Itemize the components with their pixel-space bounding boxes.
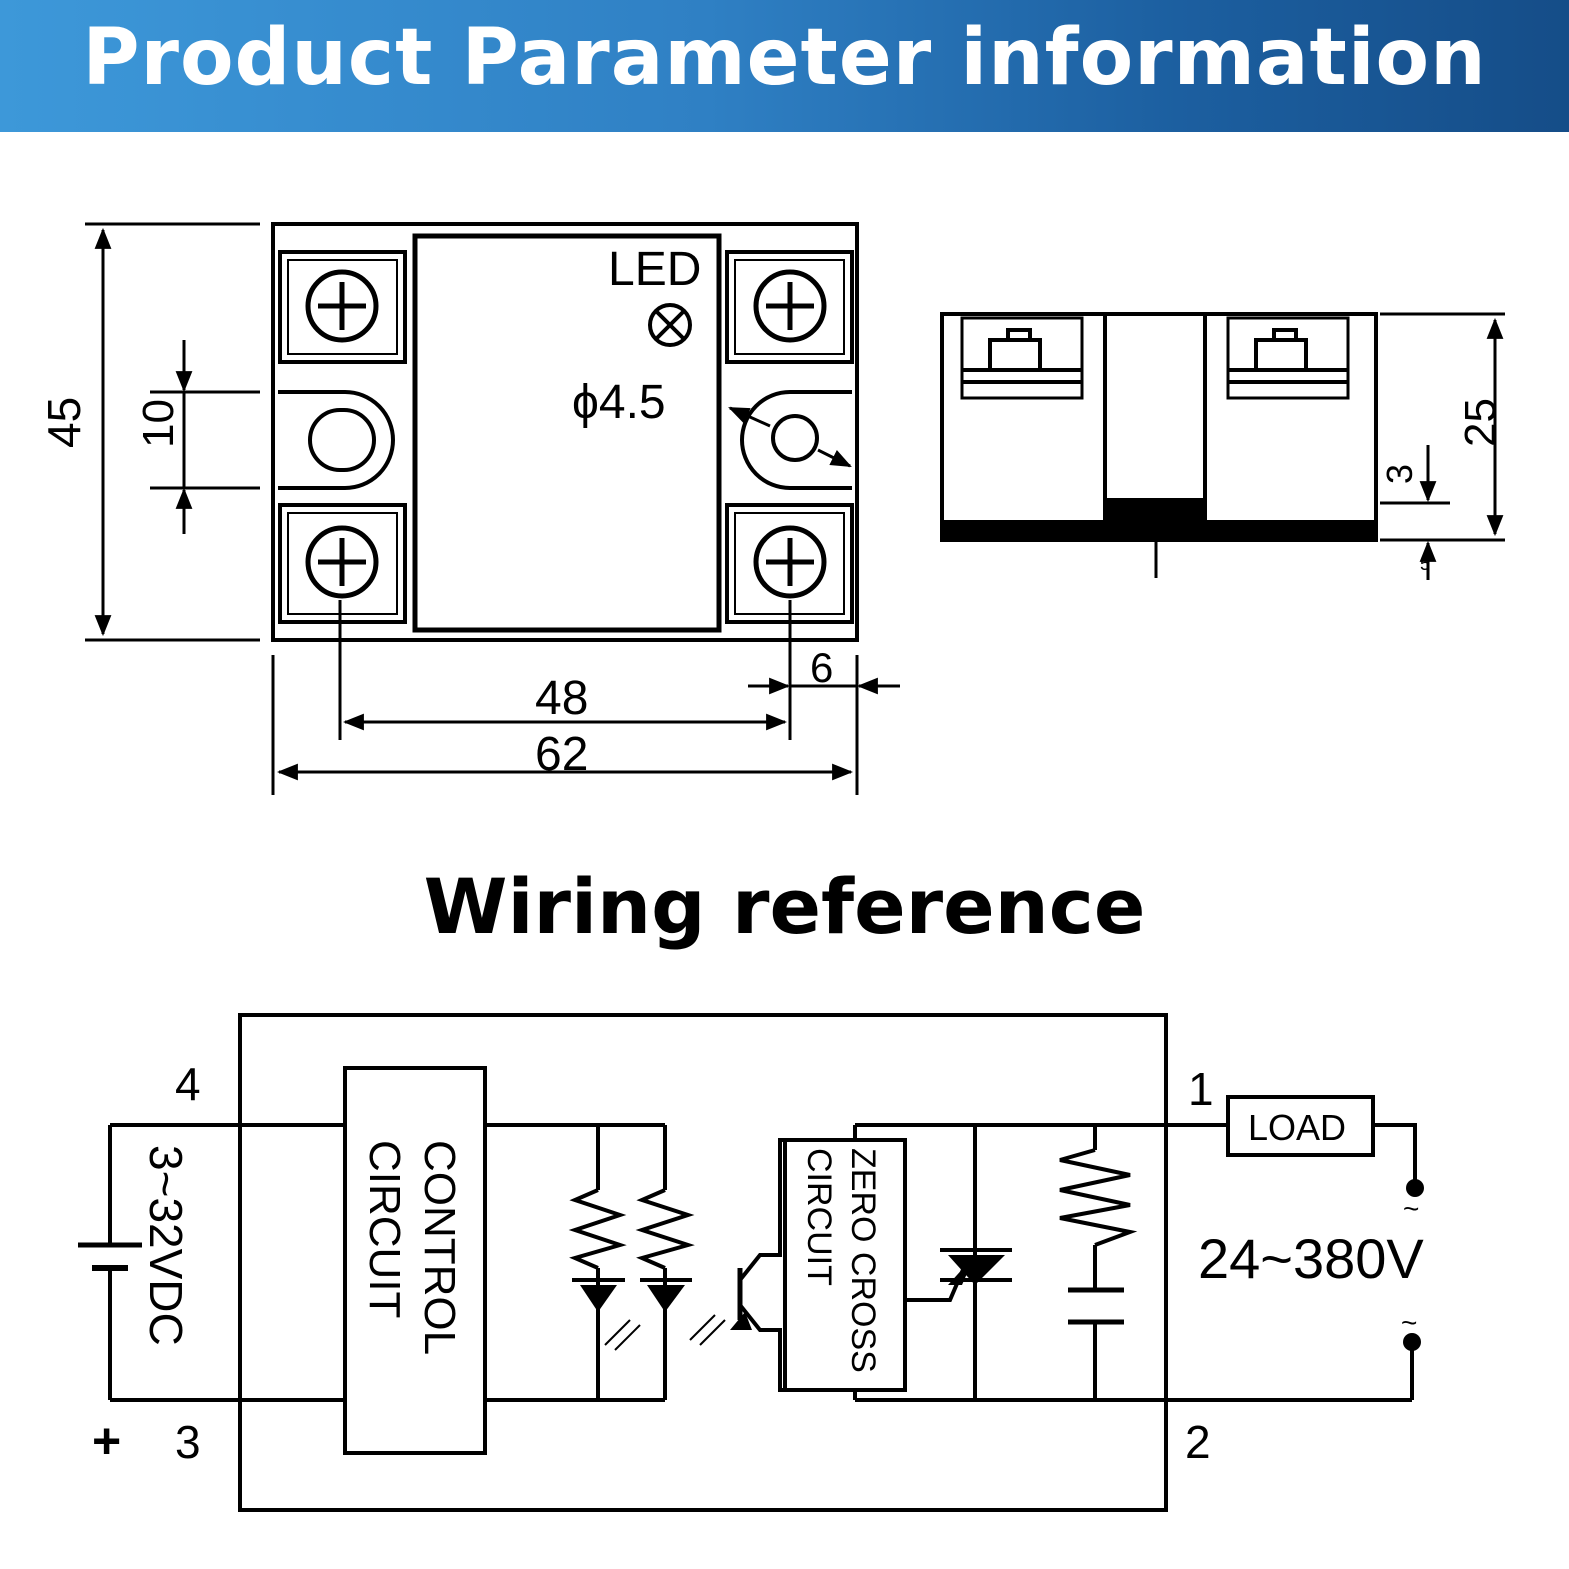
side-view-dimensions <box>1380 312 1505 580</box>
dim-small-label: 5 <box>1420 554 1430 574</box>
led-label: LED <box>608 243 701 296</box>
hole-arrows <box>728 406 852 468</box>
wiring-symbols <box>580 1179 1424 1351</box>
control-circuit-line1: CONTROL <box>415 1140 464 1355</box>
terminal-1-label: 1 <box>1188 1063 1214 1115</box>
screw-icons <box>305 269 827 599</box>
terminal-3-label: 3 <box>175 1416 201 1468</box>
header-banner: Product Parameter information <box>0 0 1569 132</box>
dim-3-label: 3 <box>1379 464 1420 484</box>
page-title: Product Parameter information <box>82 13 1487 103</box>
side-view-base <box>942 520 1376 540</box>
side-view-drawing <box>940 312 1378 578</box>
top-view-dimensions <box>85 222 900 795</box>
zero-cross-line2: CIRCUIT <box>800 1148 838 1286</box>
terminal-2-label: 2 <box>1185 1416 1211 1468</box>
plus-label: + <box>92 1413 121 1469</box>
dim-6-label: 6 <box>810 644 833 691</box>
dim-48-label: 48 <box>535 672 588 725</box>
top-view-drawing <box>271 222 859 642</box>
control-circuit-line2: CIRCUIT <box>360 1140 409 1318</box>
output-voltage-label: 24~380V <box>1198 1227 1424 1290</box>
dim-45-label: 45 <box>38 397 90 448</box>
terminal-4-label: 4 <box>175 1058 201 1110</box>
dim-10-label: 10 <box>134 399 183 448</box>
hole-diameter-label: ϕ4.5 <box>572 376 666 429</box>
ac-symbol-top: ~ <box>1403 1193 1419 1224</box>
load-label: LOAD <box>1248 1107 1346 1148</box>
ac-symbol-bottom: ~ <box>1401 1307 1417 1338</box>
light-arrows <box>604 1314 726 1351</box>
dim-62-label: 62 <box>535 728 588 781</box>
wiring-section-title: Wiring reference <box>423 862 1146 951</box>
dim-25-label: 25 <box>1456 398 1505 447</box>
input-voltage-label: 3~32VDC <box>140 1145 192 1346</box>
zero-cross-line1: ZERO CROSS <box>844 1148 882 1373</box>
side-view-center-block <box>1105 498 1205 522</box>
